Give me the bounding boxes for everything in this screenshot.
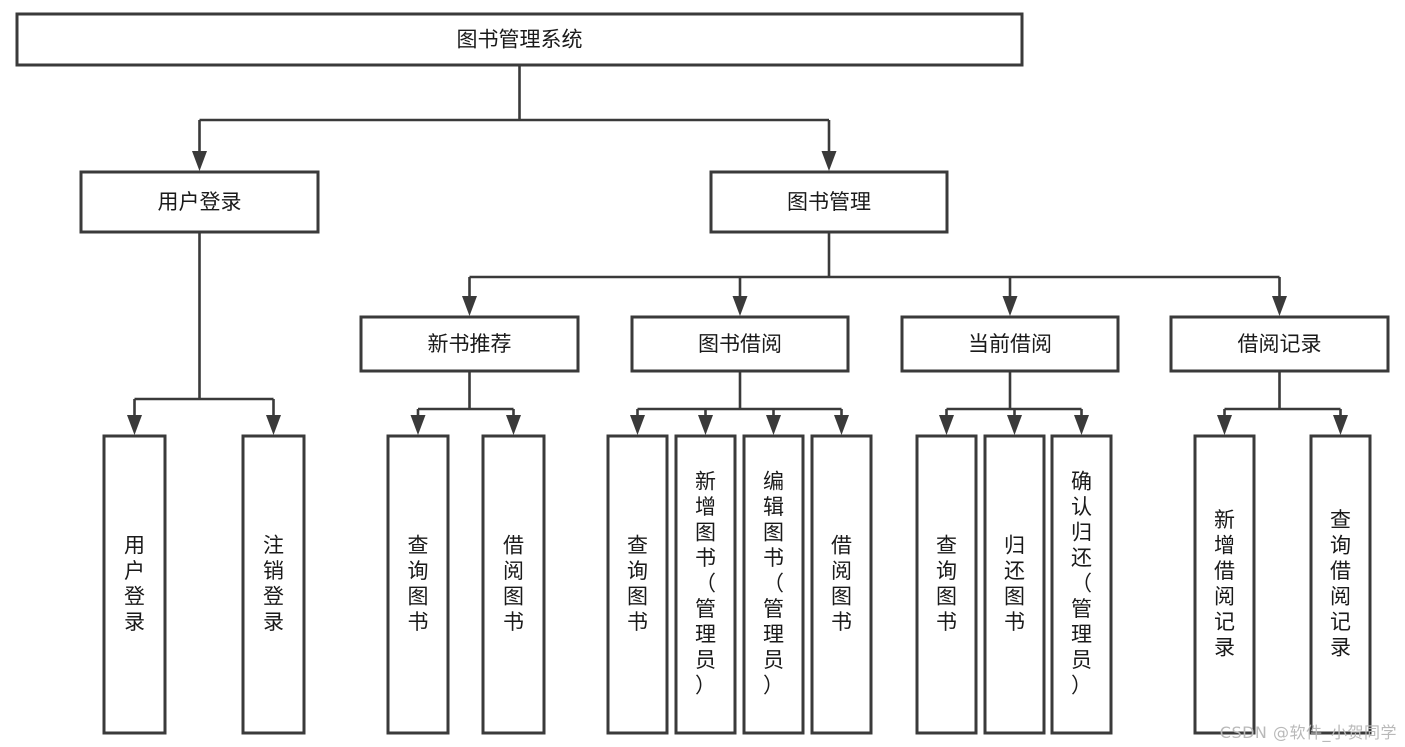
arrow-head-icon — [1002, 296, 1018, 316]
node-current-borrow[interactable]: 当前借阅 — [900, 315, 1120, 373]
node-leaf-add-record[interactable]: 新增借阅记录 — [1193, 434, 1256, 735]
watermark-text: CSDN @软件_小贺同学 — [1219, 723, 1397, 742]
node-label-leaf-query-book-1: 查询图书 — [408, 533, 429, 634]
arrow-head-icon — [821, 151, 837, 171]
node-label-user-login: 用户登录 — [158, 190, 242, 214]
node-label-borrow-record: 借阅记录 — [1238, 332, 1322, 356]
edge-group-root — [192, 65, 837, 171]
node-label-leaf-user-login: 用户登录 — [124, 533, 145, 634]
node-new-book-rec[interactable]: 新书推荐 — [359, 315, 580, 373]
node-box-root[interactable] — [15, 12, 1024, 67]
edge-group-book-manage — [462, 232, 1287, 316]
connector-layer — [127, 65, 1348, 435]
node-leaf-return-book[interactable]: 归还图书 — [983, 434, 1046, 735]
node-leaf-user-login[interactable]: 用户登录 — [102, 434, 167, 735]
node-label-root: 图书管理系统 — [457, 28, 583, 52]
node-box-current-borrow[interactable] — [900, 315, 1120, 373]
node-box-user-login[interactable] — [79, 170, 320, 234]
arrow-head-icon — [1272, 296, 1287, 316]
node-box-leaf-confirm-return[interactable] — [1050, 434, 1113, 735]
node-label-book-manage: 图书管理 — [787, 190, 871, 214]
node-user-login[interactable]: 用户登录 — [79, 170, 320, 234]
arrow-head-icon — [698, 415, 713, 435]
node-box-book-manage[interactable] — [709, 170, 949, 234]
node-label-leaf-query-record: 查询借阅记录 — [1330, 508, 1351, 660]
node-box-new-book-rec[interactable] — [359, 315, 580, 373]
arrow-head-icon — [1007, 415, 1022, 435]
node-label-leaf-borrow-book-2: 借阅图书 — [831, 533, 852, 634]
node-leaf-add-book[interactable]: 新增图书（管理员） — [674, 434, 737, 735]
edge-group-new-book-rec — [410, 371, 521, 435]
node-label-leaf-borrow-book-1: 借阅图书 — [503, 533, 524, 634]
arrow-head-icon — [630, 415, 645, 435]
node-leaf-borrow-book-1[interactable]: 借阅图书 — [481, 434, 546, 735]
node-box-borrow-record[interactable] — [1169, 315, 1390, 373]
node-leaf-edit-book[interactable]: 编辑图书（管理员） — [742, 434, 805, 735]
arrow-head-icon — [1333, 415, 1348, 435]
node-box-leaf-query-book-1[interactable] — [386, 434, 450, 735]
node-box-leaf-query-record[interactable] — [1309, 434, 1372, 735]
node-label-leaf-edit-book: 编辑图书（管理员） — [763, 470, 784, 698]
node-leaf-borrow-book-2[interactable]: 借阅图书 — [810, 434, 873, 735]
node-label-leaf-confirm-return: 确认归还（管理员） — [1071, 470, 1092, 698]
node-box-leaf-edit-book[interactable] — [742, 434, 805, 735]
node-box-leaf-query-book-3[interactable] — [915, 434, 978, 735]
node-label-leaf-logout: 注销登录 — [263, 533, 284, 634]
node-leaf-logout[interactable]: 注销登录 — [241, 434, 306, 735]
node-label-new-book-rec: 新书推荐 — [428, 332, 512, 356]
node-box-leaf-return-book[interactable] — [983, 434, 1046, 735]
arrow-head-icon — [462, 296, 477, 316]
arrow-head-icon — [1074, 415, 1089, 435]
node-book-borrow[interactable]: 图书借阅 — [630, 315, 850, 373]
node-box-leaf-add-record[interactable] — [1193, 434, 1256, 735]
arrow-head-icon — [410, 415, 426, 435]
arrow-head-icon — [834, 415, 849, 435]
node-borrow-record[interactable]: 借阅记录 — [1169, 315, 1390, 373]
node-leaf-query-book-3[interactable]: 查询图书 — [915, 434, 978, 735]
edge-group-user-login — [127, 232, 281, 435]
arrow-head-icon — [732, 296, 748, 316]
arrow-head-icon — [192, 151, 207, 171]
arrow-head-icon — [1217, 415, 1232, 435]
node-leaf-query-book-1[interactable]: 查询图书 — [386, 434, 450, 735]
node-label-leaf-query-book-2: 查询图书 — [627, 533, 648, 634]
node-book-manage[interactable]: 图书管理 — [709, 170, 949, 234]
arrow-head-icon — [766, 415, 781, 435]
arrow-head-icon — [127, 415, 142, 435]
node-label-leaf-add-record: 新增借阅记录 — [1214, 508, 1235, 660]
node-box-leaf-user-login[interactable] — [102, 434, 167, 735]
node-box-leaf-query-book-2[interactable] — [606, 434, 669, 735]
node-label-leaf-add-book: 新增图书（管理员） — [695, 470, 716, 698]
node-label-leaf-query-book-3: 查询图书 — [936, 533, 957, 634]
node-layer: 图书管理系统用户登录图书管理新书推荐图书借阅当前借阅借阅记录用户登录注销登录查询… — [15, 12, 1390, 735]
edge-group-current-borrow — [939, 371, 1089, 435]
arrow-head-icon — [939, 415, 954, 435]
node-leaf-query-record[interactable]: 查询借阅记录 — [1309, 434, 1372, 735]
node-leaf-query-book-2[interactable]: 查询图书 — [606, 434, 669, 735]
node-label-current-borrow: 当前借阅 — [968, 332, 1052, 356]
arrow-head-icon — [266, 415, 281, 435]
node-box-leaf-logout[interactable] — [241, 434, 306, 735]
node-box-leaf-borrow-book-2[interactable] — [810, 434, 873, 735]
node-leaf-confirm-return[interactable]: 确认归还（管理员） — [1050, 434, 1113, 735]
node-box-book-borrow[interactable] — [630, 315, 850, 373]
node-box-leaf-borrow-book-1[interactable] — [481, 434, 546, 735]
arrow-head-icon — [506, 415, 521, 435]
node-box-leaf-add-book[interactable] — [674, 434, 737, 735]
node-label-book-borrow: 图书借阅 — [698, 332, 782, 356]
edge-group-book-borrow — [630, 371, 849, 435]
edge-group-borrow-record — [1217, 371, 1348, 435]
node-root[interactable]: 图书管理系统 — [15, 12, 1024, 67]
node-label-leaf-return-book: 归还图书 — [1004, 533, 1025, 634]
